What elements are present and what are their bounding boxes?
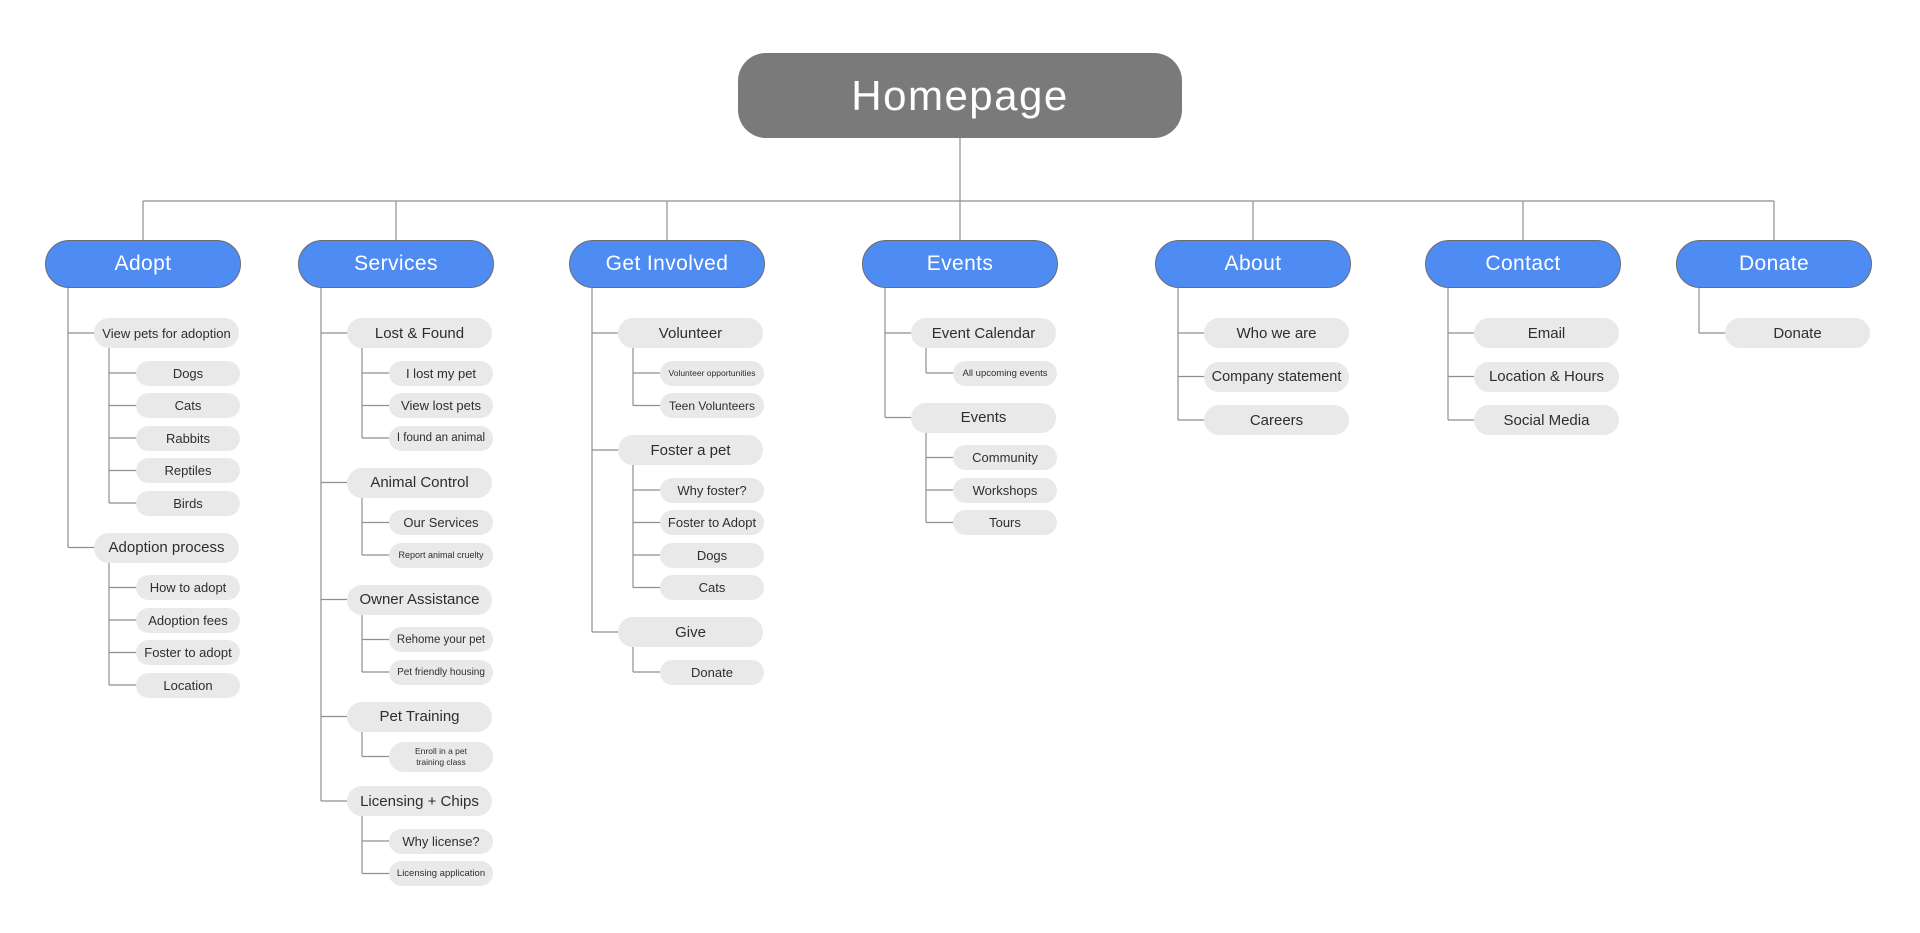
node-contact[interactable]: Contact: [1425, 240, 1621, 288]
node-homepage[interactable]: Homepage: [738, 53, 1182, 138]
node-foster-to-adopt[interactable]: Foster to Adopt: [660, 510, 764, 535]
node-pet-friendly-housing[interactable]: Pet friendly housing: [389, 659, 493, 685]
node-animal-control[interactable]: Animal Control: [347, 467, 492, 498]
node-donate[interactable]: Donate: [660, 659, 764, 685]
node-i-lost-my-pet[interactable]: I lost my pet: [389, 360, 493, 386]
node-reptiles[interactable]: Reptiles: [136, 458, 240, 483]
node-adoption-fees[interactable]: Adoption fees: [136, 607, 240, 633]
node-volunteer-opportunities[interactable]: Volunteer opportunities: [660, 360, 764, 386]
node-cats[interactable]: Cats: [660, 575, 764, 600]
node-location-hours[interactable]: Location & Hours: [1474, 361, 1619, 392]
node-owner-assistance[interactable]: Owner Assistance: [347, 584, 492, 615]
node-report-animal-cruelty[interactable]: Report animal cruelty: [389, 542, 493, 568]
node-workshops[interactable]: Workshops: [953, 477, 1057, 503]
node-email[interactable]: Email: [1474, 318, 1619, 348]
node-foster-to-adopt[interactable]: Foster to adopt: [136, 640, 240, 665]
node-teen-volunteers[interactable]: Teen Volunteers: [660, 393, 764, 418]
node-give[interactable]: Give: [618, 617, 763, 647]
node-adoption-process[interactable]: Adoption process: [94, 532, 239, 563]
node-i-found-an-animal[interactable]: I found an animal: [389, 425, 493, 451]
node-events[interactable]: Events: [862, 240, 1058, 288]
node-donate[interactable]: Donate: [1676, 240, 1872, 288]
node-how-to-adopt[interactable]: How to adopt: [136, 575, 240, 600]
node-why-foster[interactable]: Why foster?: [660, 477, 764, 503]
node-adopt[interactable]: Adopt: [45, 240, 241, 288]
node-volunteer[interactable]: Volunteer: [618, 318, 763, 348]
node-view-pets-for-adoption[interactable]: View pets for adoption: [94, 318, 239, 348]
node-donate[interactable]: Donate: [1725, 318, 1870, 348]
node-view-lost-pets[interactable]: View lost pets: [389, 393, 493, 418]
node-all-upcoming-events[interactable]: All upcoming events: [953, 360, 1057, 386]
node-who-we-are[interactable]: Who we are: [1204, 318, 1349, 348]
node-birds[interactable]: Birds: [136, 490, 240, 516]
node-about[interactable]: About: [1155, 240, 1351, 288]
node-why-license[interactable]: Why license?: [389, 828, 493, 854]
node-careers[interactable]: Careers: [1204, 405, 1349, 435]
node-social-media[interactable]: Social Media: [1474, 405, 1619, 435]
node-cats[interactable]: Cats: [136, 393, 240, 418]
node-community[interactable]: Community: [953, 445, 1057, 470]
node-lost-found[interactable]: Lost & Found: [347, 318, 492, 348]
node-tours[interactable]: Tours: [953, 510, 1057, 535]
node-licensing-chips[interactable]: Licensing + Chips: [347, 786, 492, 816]
node-dogs[interactable]: Dogs: [136, 360, 240, 386]
node-rabbits[interactable]: Rabbits: [136, 425, 240, 451]
node-location[interactable]: Location: [136, 672, 240, 698]
node-dogs[interactable]: Dogs: [660, 542, 764, 568]
node-foster-a-pet[interactable]: Foster a pet: [618, 435, 763, 465]
node-get-involved[interactable]: Get Involved: [569, 240, 765, 288]
node-pet-training[interactable]: Pet Training: [347, 701, 492, 732]
node-event-calendar[interactable]: Event Calendar: [911, 318, 1056, 348]
node-services[interactable]: Services: [298, 240, 494, 288]
node-our-services[interactable]: Our Services: [389, 510, 493, 535]
node-company-statement[interactable]: Company statement: [1204, 361, 1349, 392]
node-rehome-your-pet[interactable]: Rehome your pet: [389, 627, 493, 652]
node-licensing-application[interactable]: Licensing application: [389, 861, 493, 886]
node-events[interactable]: Events: [911, 402, 1056, 433]
node-label-line: Enroll in a pet: [415, 745, 467, 756]
node-label-line: training class: [416, 756, 466, 767]
